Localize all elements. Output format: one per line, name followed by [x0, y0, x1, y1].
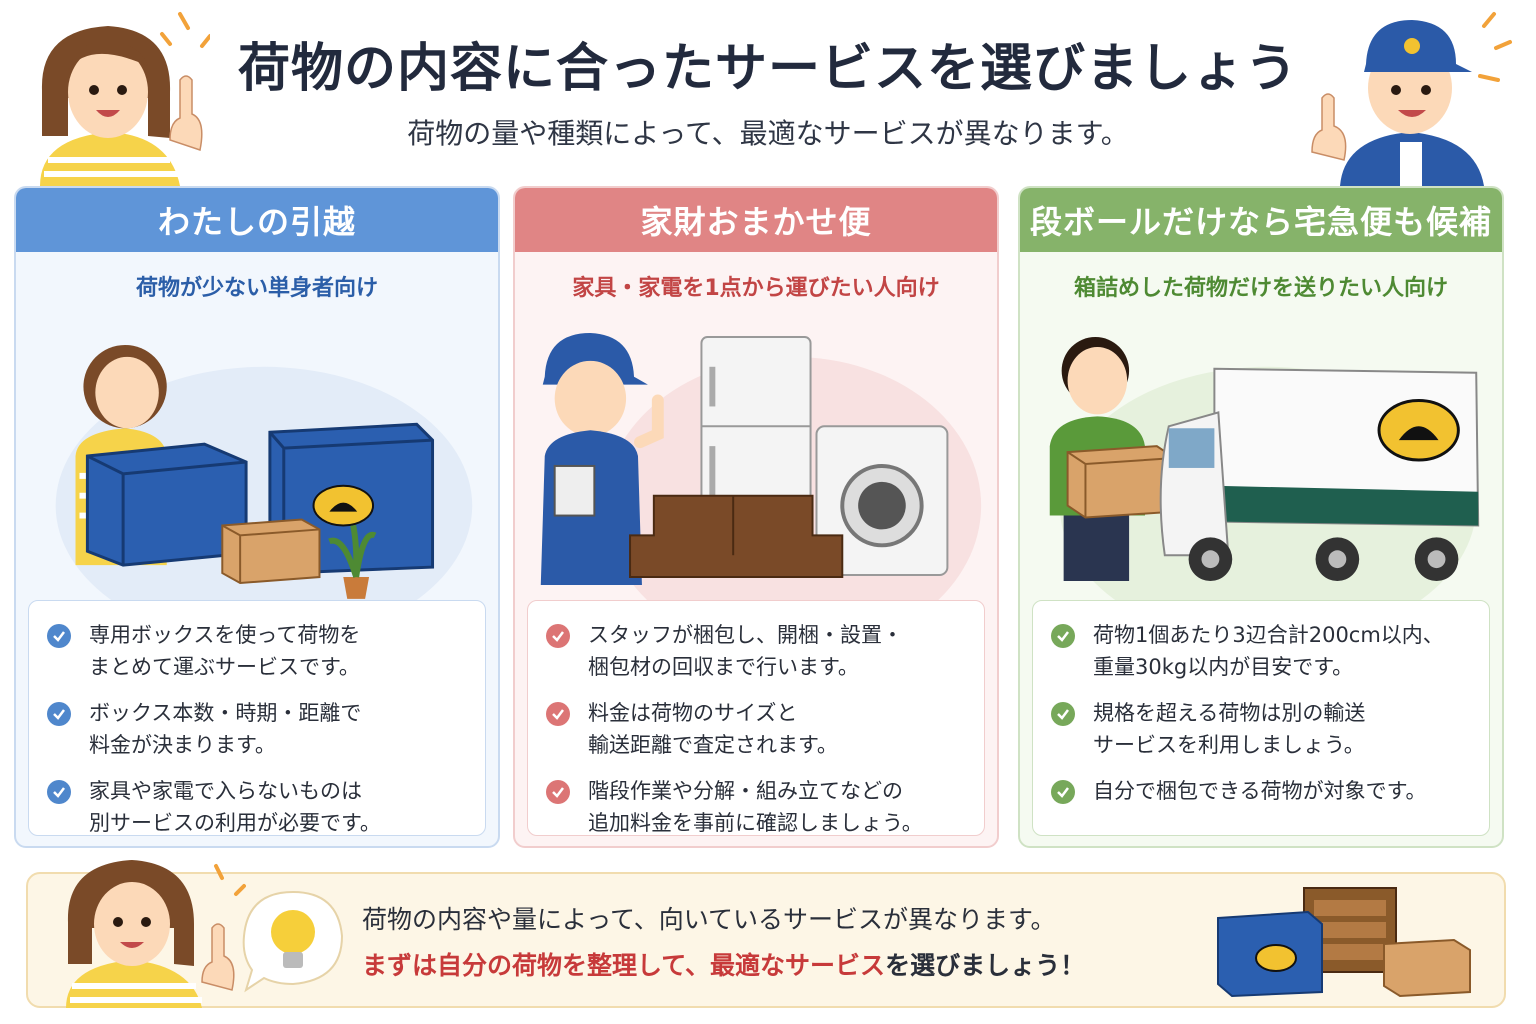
list-item: 料金は荷物のサイズと 輸送距離で査定されます。 — [546, 697, 966, 761]
cat-logo-icon — [1255, 944, 1297, 972]
check-icon — [47, 780, 71, 804]
service-card-kazai-omakase: 家財おまかせ便 家具・家電を1点から運びたい人向け スタッフが梱包し、開梱・設置… — [513, 186, 999, 848]
feature-list: 専用ボックスを使って荷物を まとめて運ぶサービスです。 ボックス本数・時期・距離… — [28, 600, 486, 836]
summary-highlight: 自分の荷物を整理して — [437, 951, 686, 980]
summary-text: まずは — [362, 951, 438, 980]
check-icon — [546, 624, 570, 648]
list-item: 自分で梱包できる荷物が対象です。 — [1051, 775, 1471, 807]
summary-line-1: 荷物の内容や量によって、向いているサービスが異なります。 — [362, 905, 1056, 934]
truck-illustration — [1049, 337, 1480, 606]
service-card-takkyubin: 段ボールだけなら宅急便も候補 箱詰めした荷物だけを送りたい人向け 荷物1個あたり… — [1018, 186, 1504, 848]
summary-text: 、 — [685, 951, 711, 980]
list-item: 専用ボックスを使って荷物を まとめて運ぶサービスです。 — [47, 619, 467, 683]
item-text: スタッフが梱包し、開梱・設置・ 梱包材の回収まで行います。 — [588, 623, 903, 679]
box-icon — [1217, 887, 1471, 998]
woman-pointing-icon — [66, 860, 246, 1008]
item-text: 家具や家電で入らないものは 別サービスの利用が必要です。 — [89, 779, 381, 835]
item-text: 専用ボックスを使って荷物を まとめて運ぶサービスです。 — [89, 623, 361, 679]
item-text: 荷物1個あたり3辺合計200cm以内、 重量30kg以内が目安です。 — [1093, 623, 1444, 679]
item-text: 規格を超える荷物は別の輸送 サービスを利用しましょう。 — [1093, 701, 1366, 757]
item-text: ボックス本数・時期・距離で 料金が決まります。 — [89, 701, 362, 757]
check-icon — [47, 702, 71, 726]
summary-banner: 荷物の内容や量によって、向いているサービスが異なります。 まずは自分の荷物を整理… — [26, 860, 1506, 1008]
check-icon — [1051, 624, 1075, 648]
list-item: 家具や家電で入らないものは 別サービスの利用が必要です。 — [47, 775, 467, 839]
delivery-man-icon — [1311, 12, 1512, 186]
summary-line-2: まずは自分の荷物を整理して、最適なサービスを選びましょう！ — [362, 946, 1085, 982]
check-icon — [47, 624, 71, 648]
feature-list: スタッフが梱包し、開梱・設置・ 梱包材の回収まで行います。 料金は荷物のサイズと… — [527, 600, 985, 836]
list-item: 荷物1個あたり3辺合計200cm以内、 重量30kg以内が目安です。 — [1051, 619, 1471, 683]
boxes-illustration — [55, 344, 473, 606]
truck-icon — [1159, 367, 1480, 582]
woman-pointing-icon — [40, 12, 210, 186]
page-subtitle: 荷物の量や種類によって、最適なサービスが異なります。 — [407, 117, 1129, 150]
list-item: スタッフが梱包し、開梱・設置・ 梱包材の回収まで行います。 — [546, 619, 966, 683]
summary-highlight: 最適なサービス — [710, 951, 886, 980]
check-icon — [546, 702, 570, 726]
item-text: 階段作業や分解・組み立てなどの 追加料金を事前に確認しましょう。 — [588, 779, 923, 835]
card-title: わたしの引越 — [16, 188, 498, 252]
summary-text: を選びましょう！ — [885, 951, 1086, 980]
item-text: 料金は荷物のサイズと 輸送距離で査定されます。 — [588, 701, 838, 757]
feature-list: 荷物1個あたり3辺合計200cm以内、 重量30kg以内が目安です。 規格を超え… — [1032, 600, 1490, 836]
list-item: ボックス本数・時期・距離で 料金が決まります。 — [47, 697, 467, 761]
service-card-watashi-hikkoshi: わたしの引越 荷物が少ない単身者向け 専用ボックスを使って荷物を まとめて運ぶサ… — [14, 186, 500, 848]
check-icon — [1051, 702, 1075, 726]
check-icon — [546, 780, 570, 804]
furniture-illustration — [540, 333, 982, 606]
card-title: 家財おまかせ便 — [515, 188, 997, 252]
check-icon — [1051, 780, 1075, 804]
lightbulb-icon — [242, 890, 344, 993]
page-title: 荷物の内容に合ったサービスを選びましょう — [237, 39, 1298, 99]
card-title: 段ボールだけなら宅急便も候補 — [1020, 188, 1502, 252]
card-subtitle: 家具・家電を1点から運びたい人向け — [572, 276, 940, 301]
list-item: 規格を超える荷物は別の輸送 サービスを利用しましょう。 — [1051, 697, 1471, 761]
list-item: 階段作業や分解・組み立てなどの 追加料金を事前に確認しましょう。 — [546, 775, 966, 839]
item-text: 自分で梱包できる荷物が対象です。 — [1093, 779, 1427, 803]
card-subtitle: 箱詰めした荷物だけを送りたい人向け — [1073, 276, 1448, 301]
card-subtitle: 荷物が少ない単身者向け — [135, 276, 378, 301]
